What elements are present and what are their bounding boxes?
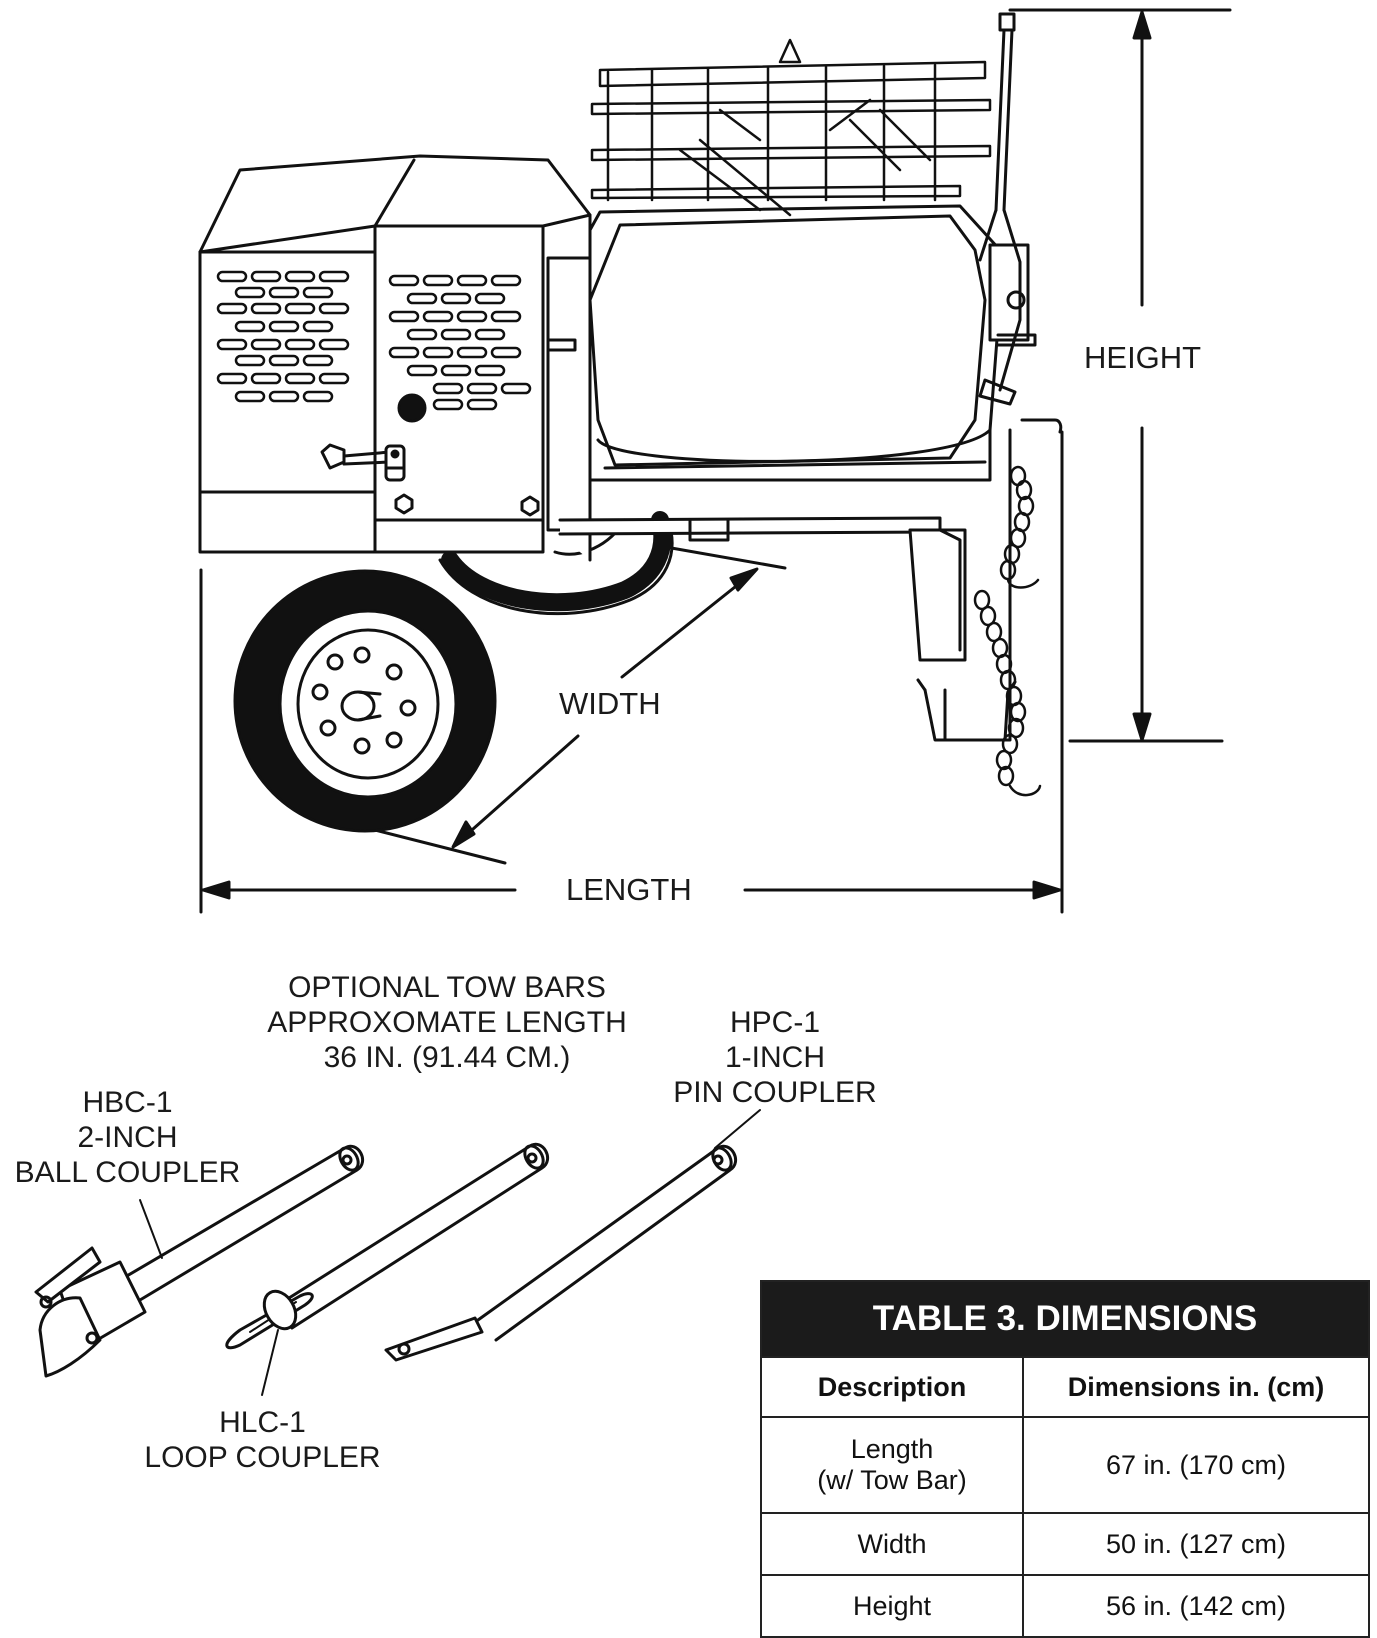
hbc-label-line2: 2-INCH	[77, 1121, 178, 1154]
safety-chains	[973, 465, 1042, 797]
table-header-dimensions: Dimensions in. (cm)	[1022, 1356, 1370, 1418]
table-row: Height 56 in. (142 cm)	[760, 1574, 1370, 1638]
hpc-label: HPC-1 1-INCH PIN COUPLER	[665, 1005, 885, 1110]
hpc-label-line1: HPC-1	[729, 1006, 820, 1039]
tow-bars-caption-line2: APPROXOMATE LENGTH	[267, 1006, 627, 1039]
table-cell-description: Length (w/ Tow Bar)	[760, 1416, 1024, 1514]
dump-handle	[978, 12, 1022, 406]
table-title: TABLE 3. DIMENSIONS	[760, 1280, 1370, 1358]
hbc-label-line3: BALL COUPLER	[14, 1156, 241, 1189]
table-cell-description: Width	[760, 1512, 1024, 1576]
tow-bars-caption-line3: 36 IN. (91.44 CM.)	[323, 1041, 571, 1074]
front-wheel	[233, 569, 497, 833]
hpc-label-line3: PIN COUPLER	[673, 1076, 877, 1109]
tow-bars-caption-line1: OPTIONAL TOW BARS	[288, 971, 606, 1004]
table-row: Width 50 in. (127 cm)	[760, 1512, 1370, 1576]
tongue-stand	[908, 418, 1063, 742]
hbc-label-line1: HBC-1	[82, 1086, 173, 1119]
table-cell-value: 56 in. (142 cm)	[1022, 1574, 1370, 1638]
length-dimension-line	[199, 430, 1064, 914]
table-row: Length (w/ Tow Bar) 67 in. (170 cm)	[760, 1416, 1370, 1514]
dimensions-table: TABLE 3. DIMENSIONS Description Dimensio…	[760, 1280, 1370, 1638]
table-header-description: Description	[760, 1356, 1024, 1418]
width-dimension-line	[373, 544, 787, 865]
table-cell-description: Height	[760, 1574, 1024, 1638]
tow-bar-pin-coupler	[384, 1109, 761, 1362]
height-dimension-line	[1008, 8, 1232, 743]
mixing-drum	[588, 204, 1037, 482]
tow-bars-caption: OPTIONAL TOW BARS APPROXOMATE LENGTH 36 …	[252, 970, 642, 1075]
tow-bar-ball-coupler	[34, 1144, 364, 1378]
tow-bar-loop-coupler	[225, 1142, 549, 1396]
hpc-label-line2: 1-INCH	[724, 1041, 825, 1074]
table-cell-description-line2: (w/ Tow Bar)	[817, 1465, 967, 1495]
chassis-frame	[546, 256, 942, 542]
width-label: WIDTH	[553, 686, 667, 722]
safety-grate	[590, 38, 992, 217]
table-cell-value: 50 in. (127 cm)	[1022, 1512, 1370, 1576]
table-cell-value: 67 in. (170 cm)	[1022, 1416, 1370, 1514]
hbc-label: HBC-1 2-INCH BALL COUPLER	[5, 1085, 250, 1190]
engine-housing	[198, 154, 592, 562]
hlc-label: HLC-1 LOOP COUPLER	[135, 1405, 390, 1475]
vent-slots-right	[388, 274, 532, 411]
hlc-label-line2: LOOP COUPLER	[144, 1441, 381, 1474]
hlc-label-line1: HLC-1	[219, 1406, 306, 1439]
table-cell-description-line1: Length	[850, 1434, 934, 1464]
vent-slots-left	[216, 270, 350, 403]
length-label: LENGTH	[560, 872, 698, 908]
height-label: HEIGHT	[1078, 340, 1208, 376]
